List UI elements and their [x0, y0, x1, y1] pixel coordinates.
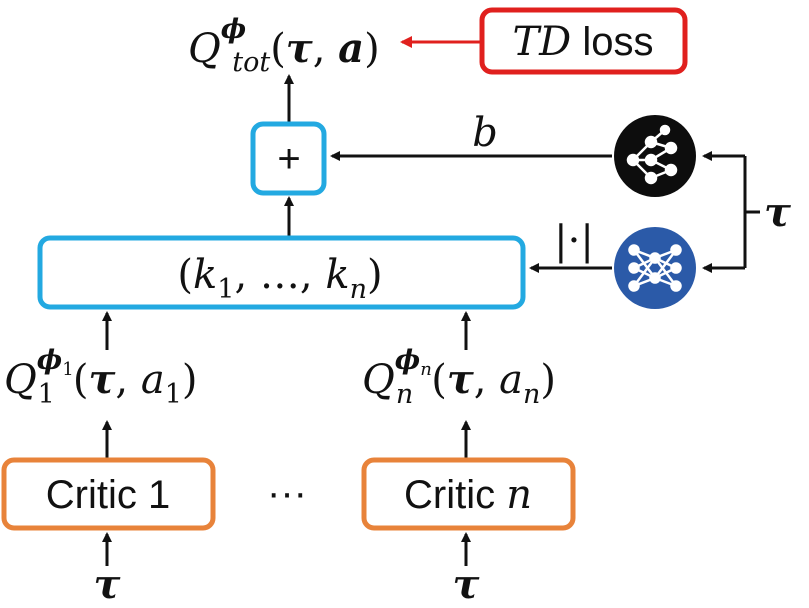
sum-symbol: +: [277, 137, 300, 181]
hypernet-bias-icon: [614, 115, 696, 197]
sum-node-box: [250, 121, 327, 196]
critic-1-label: Critic 1: [46, 473, 170, 517]
mixer-weights-label: (k1, …, kn): [177, 252, 382, 305]
bias-label: b: [472, 110, 498, 156]
hypernet-tau-label: τ: [764, 189, 791, 236]
input-n-tau: τ: [453, 561, 480, 608]
critic-ellipsis: ···: [267, 471, 307, 515]
input-1-tau: τ: [94, 561, 121, 608]
abs-label: |·|: [554, 218, 594, 264]
td-loss-label: TD loss: [513, 19, 654, 65]
hypernet-weights-icon: [614, 227, 696, 309]
critic-n-box: [361, 457, 576, 531]
critic-n-label: Critic n: [404, 472, 532, 518]
mixer-box: [37, 235, 526, 310]
critic-1-box: [1, 457, 216, 531]
